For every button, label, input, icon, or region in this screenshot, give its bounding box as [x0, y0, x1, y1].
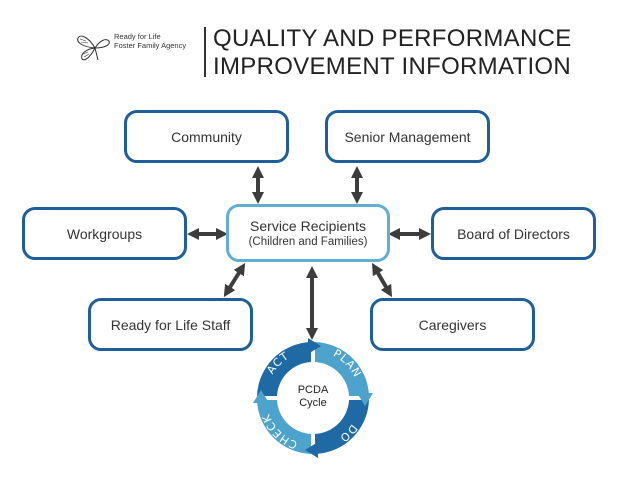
cycle-segment-act-fill	[257, 342, 311, 396]
staff-label: Ready for Life Staff	[110, 316, 231, 333]
page-title: QUALITY AND PERFORMANCE IMPROVEMENT INFO…	[213, 25, 572, 81]
community-box: Community	[124, 110, 289, 163]
workgroups-label: Workgroups	[66, 225, 143, 242]
arrow-caregivers	[371, 262, 393, 298]
title-line-1: QUALITY AND PERFORMANCE	[213, 25, 572, 52]
service-recipients-box: Service Recipients (Children and Familie…	[226, 204, 390, 262]
cycle-ring-icon: PLAN DO CHECK ACT	[253, 338, 373, 458]
service-recipients-sublabel: (Children and Families)	[248, 236, 368, 248]
cycle-arrowhead-plan	[357, 393, 373, 406]
cycle-segment-plan-fill	[315, 342, 369, 396]
logo-line-2: Foster Family Agency	[114, 41, 187, 50]
logo-text: Ready for Life Foster Family Agency	[114, 32, 186, 50]
cycle-arrowhead-act	[308, 338, 321, 354]
board-of-directors-box: Board of Directors	[431, 207, 596, 260]
arrow-staff	[223, 262, 246, 298]
cycle-segment-check-fill	[257, 400, 311, 454]
cycle-segment-do-fill	[315, 400, 369, 454]
pcda-cycle: PLAN DO CHECK ACT PCDA Cycle	[253, 338, 373, 458]
senior-management-label: Senior Management	[344, 128, 471, 145]
senior-management-box: Senior Management	[325, 110, 490, 163]
cycle-center-line-2: Cycle	[299, 397, 327, 409]
header-divider	[204, 27, 206, 77]
cycle-center-line-1: PCDA	[297, 384, 329, 396]
butterfly-icon	[77, 35, 110, 61]
community-label: Community	[171, 128, 242, 145]
workgroups-box: Workgroups	[22, 207, 187, 260]
cycle-center-label: PCDA Cycle	[253, 384, 373, 410]
service-recipients-label: Service Recipients	[250, 218, 366, 234]
staff-box: Ready for Life Staff	[88, 298, 253, 351]
cycle-arrowhead-check	[253, 390, 269, 403]
caregivers-label: Caregivers	[418, 316, 487, 333]
board-of-directors-label: Board of Directors	[457, 225, 570, 242]
title-line-2: IMPROVEMENT INFORMATION	[213, 53, 572, 80]
cycle-arrowhead-do	[305, 442, 318, 458]
logo-line-1: Ready for Life	[114, 32, 161, 41]
agency-logo: Ready for Life Foster Family Agency	[76, 32, 206, 72]
caregivers-box: Caregivers	[370, 298, 535, 351]
